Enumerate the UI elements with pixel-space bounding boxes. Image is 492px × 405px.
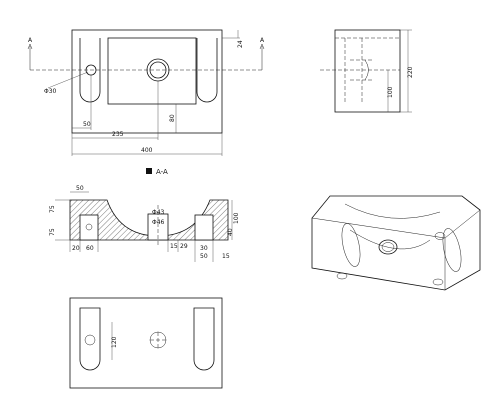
left-slot — [79, 38, 101, 103]
top-view: A A 24 Φ30 50 235 80 400 — [27, 29, 265, 156]
right-slot — [196, 38, 218, 103]
leader-phi30 — [47, 71, 89, 89]
bottom-right-slot — [193, 307, 215, 371]
basin-outline — [71, 29, 223, 134]
dim-24: 24 — [237, 40, 244, 48]
dim-29: 29 — [180, 243, 188, 250]
iso-drain — [378, 239, 398, 255]
section-symbol — [146, 168, 152, 174]
section-label-text: A-A — [156, 168, 168, 176]
dim-60: 60 — [86, 245, 94, 252]
dim-phi46: Φ46 — [152, 219, 165, 226]
iso-bowl-rim — [344, 203, 441, 219]
dim-50: 50 — [83, 121, 91, 128]
tap-hole-section — [85, 223, 93, 231]
bottom-left-slot — [79, 307, 101, 371]
dim-50-sec: 50 — [76, 185, 84, 192]
section-label: A-A — [146, 168, 168, 176]
dim-235: 235 — [112, 131, 124, 138]
iso-top-edge — [311, 195, 481, 239]
bottom-view: 120 — [69, 297, 223, 389]
dim-220: 220 — [407, 66, 414, 78]
dim-100: 100 — [387, 86, 394, 98]
section-arrowhead-right — [259, 43, 265, 50]
iso-outline — [311, 195, 481, 291]
dim-120: 120 — [111, 336, 118, 348]
dim-phi43: Φ43 — [152, 209, 165, 216]
section-view: 50 75 75 20 60 Φ43 Φ46 15 29 30 50 15 40… — [49, 185, 240, 262]
dim-50-b: 50 — [200, 253, 208, 260]
dim-100-sec: 100 — [233, 212, 240, 224]
dim-15: 15 — [170, 243, 178, 250]
section-arrowhead-left — [27, 43, 33, 50]
left-pocket — [79, 214, 99, 241]
side-outline — [334, 29, 401, 113]
dim-400: 400 — [141, 147, 153, 154]
iso-foot-left — [336, 272, 348, 280]
section-mark-left: A — [28, 37, 33, 44]
isometric-view — [311, 195, 481, 291]
dim-phi30: Φ30 — [44, 88, 57, 95]
dim-80: 80 — [169, 114, 176, 122]
bottom-outline — [69, 297, 223, 389]
dim-75-b: 75 — [49, 228, 56, 236]
side-view: 220 100 — [320, 29, 414, 113]
dim-30: 30 — [200, 245, 208, 252]
basin-bowl — [107, 37, 197, 105]
iso-bowl-base — [349, 229, 431, 250]
dim-15-b: 15 — [222, 253, 230, 260]
iso-foot-right — [432, 278, 444, 286]
dim-20: 20 — [72, 245, 80, 252]
right-pocket — [194, 214, 214, 241]
dim-40: 40 — [227, 228, 234, 236]
section-mark-right: A — [260, 37, 265, 44]
iso-left-slot — [341, 223, 361, 267]
iso-drain-inner — [381, 242, 395, 252]
dim-75-a: 75 — [49, 205, 56, 213]
iso-right-slot — [442, 228, 462, 272]
iso-tap-hole — [434, 232, 446, 240]
bottom-tap-hole — [84, 334, 96, 346]
